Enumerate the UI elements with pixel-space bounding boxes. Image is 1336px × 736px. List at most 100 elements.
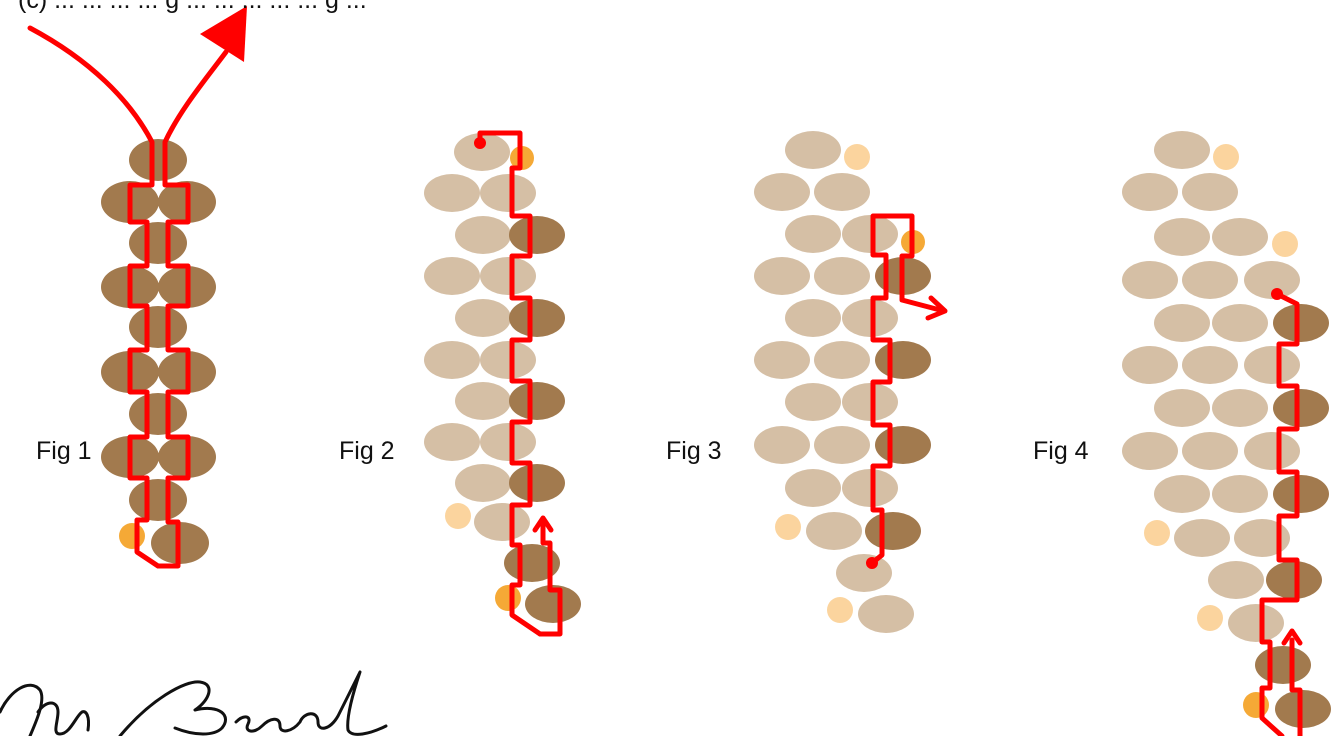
bead	[1255, 646, 1311, 684]
small-bead	[495, 585, 521, 611]
bead	[525, 585, 581, 623]
bead	[1182, 346, 1238, 384]
bead	[509, 216, 565, 254]
bead	[1273, 475, 1329, 513]
thread-start-dot	[866, 557, 878, 569]
bead	[454, 133, 510, 171]
bead	[1182, 173, 1238, 211]
bead	[806, 512, 862, 550]
bead	[1154, 389, 1210, 427]
thread-arrow-head	[532, 515, 554, 533]
bead	[455, 382, 511, 420]
bead	[1122, 173, 1178, 211]
small-bead	[1213, 144, 1239, 170]
thread-arrow-head	[1281, 628, 1303, 646]
bead	[754, 426, 810, 464]
bead	[480, 174, 536, 212]
figure-3-label: Fig 3	[666, 437, 722, 465]
thread-path	[869, 213, 943, 566]
bead	[842, 383, 898, 421]
bead	[842, 469, 898, 507]
bead	[785, 131, 841, 169]
bead	[1212, 389, 1268, 427]
small-bead	[827, 597, 853, 623]
bead	[424, 174, 480, 212]
bead	[858, 595, 914, 633]
bead	[455, 216, 511, 254]
bead	[455, 299, 511, 337]
bead	[455, 464, 511, 502]
bead	[1154, 218, 1210, 256]
bead	[754, 173, 810, 211]
bead	[785, 215, 841, 253]
bead	[1212, 304, 1268, 342]
figure-4-label: Fig 4	[1033, 437, 1089, 465]
bead	[509, 382, 565, 420]
thread-arrow-head	[200, 6, 247, 62]
small-bead	[844, 144, 870, 170]
small-bead	[1243, 692, 1269, 718]
bead	[424, 257, 480, 295]
figure-4	[1122, 131, 1331, 736]
bead	[1212, 218, 1268, 256]
small-bead	[1144, 520, 1170, 546]
bead	[480, 423, 536, 461]
bead	[836, 554, 892, 592]
figure-2-label: Fig 2	[339, 437, 395, 465]
small-bead	[775, 514, 801, 540]
bead	[754, 341, 810, 379]
bead	[785, 383, 841, 421]
bead	[1244, 432, 1300, 470]
bead	[129, 139, 187, 181]
caption-text: (c) ... ... ... ... g ... ... ... ... ..…	[18, 0, 367, 14]
bead	[1212, 475, 1268, 513]
bead	[1174, 519, 1230, 557]
bead	[1122, 432, 1178, 470]
bead	[875, 426, 931, 464]
bead	[1154, 475, 1210, 513]
small-bead	[1197, 605, 1223, 631]
bead	[842, 215, 898, 253]
thread-arrow-head	[925, 295, 948, 321]
bead	[865, 512, 921, 550]
bead	[1154, 131, 1210, 169]
bead	[424, 423, 480, 461]
bead	[1228, 604, 1284, 642]
bead	[754, 257, 810, 295]
signature-logo	[0, 670, 388, 736]
bead	[814, 257, 870, 295]
bead	[480, 257, 536, 295]
bead	[814, 426, 870, 464]
small-bead	[1272, 231, 1298, 257]
figure-1	[27, 6, 247, 569]
bead	[1266, 561, 1322, 599]
thread-path	[1259, 291, 1300, 736]
bead	[424, 341, 480, 379]
bead	[1244, 346, 1300, 384]
bead	[875, 341, 931, 379]
figure-3	[754, 131, 948, 633]
bead	[509, 299, 565, 337]
bead	[1208, 561, 1264, 599]
bead	[1154, 304, 1210, 342]
bead	[1275, 690, 1331, 728]
bead	[1182, 261, 1238, 299]
bead	[509, 464, 565, 502]
bead	[129, 222, 187, 264]
bead	[1182, 432, 1238, 470]
bead	[129, 393, 187, 435]
bead	[129, 479, 187, 521]
bead	[129, 306, 187, 348]
bead	[1122, 261, 1178, 299]
bead	[474, 503, 530, 541]
small-bead	[119, 523, 145, 549]
bead	[814, 341, 870, 379]
bead	[1273, 304, 1329, 342]
bead	[1234, 519, 1290, 557]
bead	[785, 299, 841, 337]
thread-start-dot	[474, 137, 486, 149]
small-bead	[445, 503, 471, 529]
thread-path-return	[1289, 637, 1303, 736]
bead	[1122, 346, 1178, 384]
